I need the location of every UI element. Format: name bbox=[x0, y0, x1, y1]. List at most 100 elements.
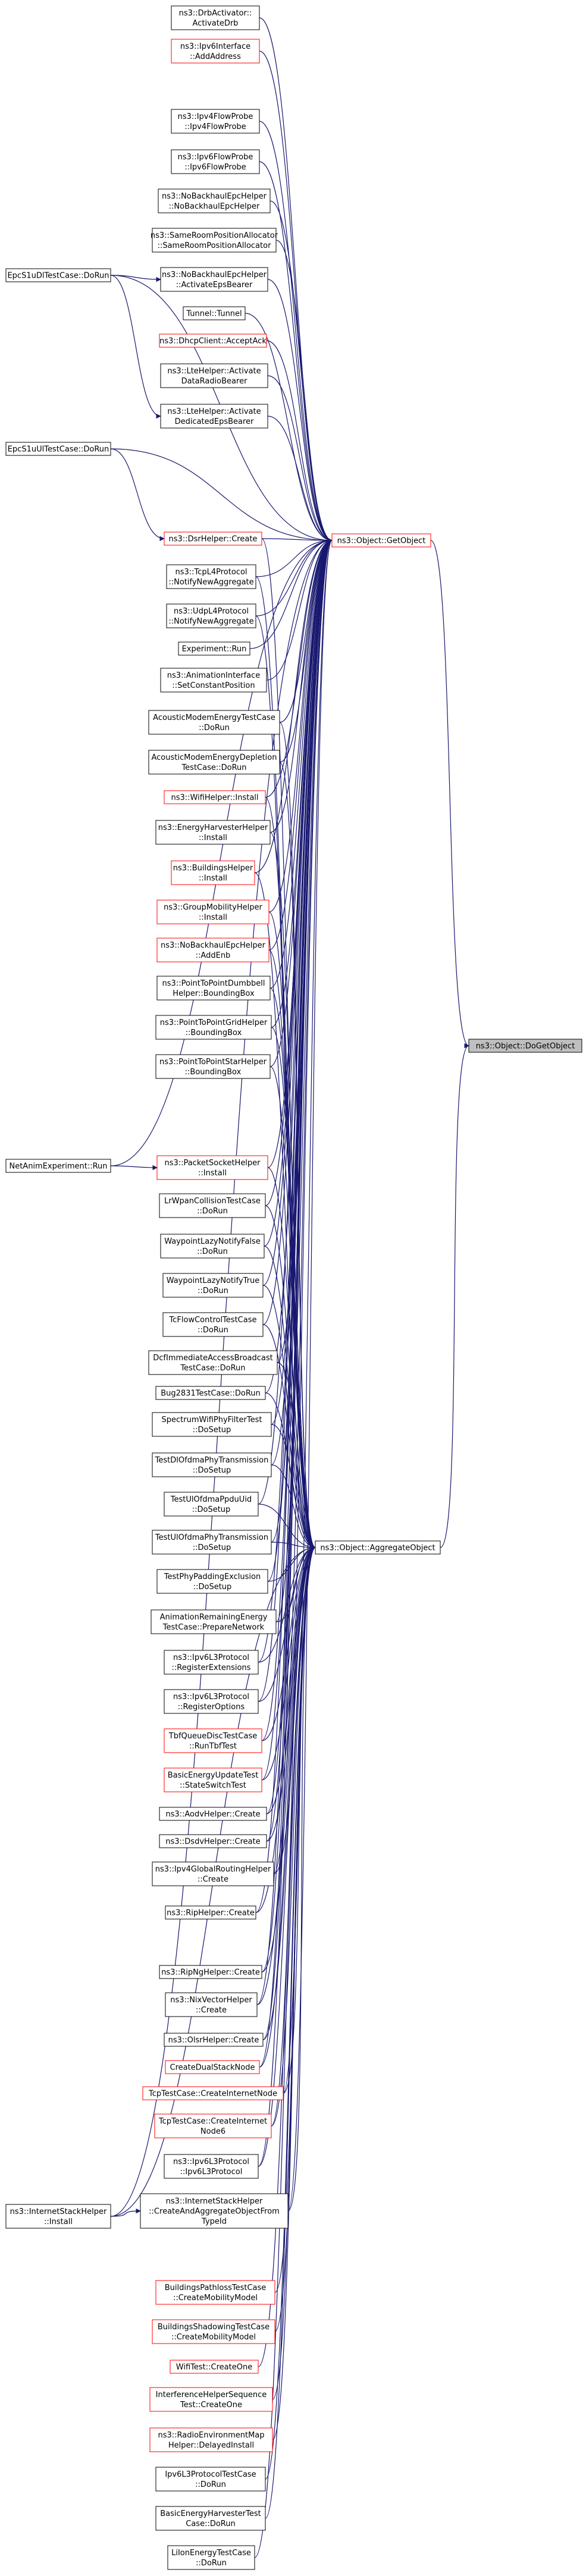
graph-node[interactable]: WaypointLazyNotifyFalse::DoRun bbox=[160, 1234, 265, 1259]
graph-node[interactable]: ns3::NoBackhaulEpcHelper::NoBackhaulEpcH… bbox=[158, 188, 271, 213]
edge-n19-getobject bbox=[265, 537, 333, 798]
graph-node[interactable]: TestDlOfdmaPhyTransmission::DoSetup bbox=[152, 1452, 272, 1477]
graph-node[interactable]: ns3::UdpL4Protocol::NotifyNewAggregate bbox=[166, 603, 256, 628]
node-label: ::DoRun bbox=[197, 1247, 228, 1256]
edge-n31-aggregateobject bbox=[262, 1324, 316, 1550]
graph-node-root[interactable]: ns3::Object::DoGetObject bbox=[468, 1039, 582, 1053]
graph-node[interactable]: ns3::PointToPointStarHelper::BoundingBox bbox=[155, 1054, 271, 1079]
graph-node[interactable]: ns3::NixVectorHelper::Create bbox=[165, 1992, 258, 2017]
graph-node[interactable]: ns3::Ipv4GlobalRoutingHelper::Create bbox=[152, 1861, 274, 1886]
graph-node[interactable]: ns3::DrbActivator::ActivateDrb bbox=[171, 5, 260, 30]
node-label: ns3::NixVectorHelper bbox=[170, 1996, 252, 2005]
graph-node[interactable]: ns3::Ipv4FlowProbe::Ipv4FlowProbe bbox=[171, 109, 260, 134]
graph-node[interactable]: ns3::WifiHelper::Install bbox=[164, 790, 266, 804]
graph-node[interactable]: TestUlOfdmaPpduUid::DoSetup bbox=[164, 1492, 259, 1517]
node-box bbox=[152, 1861, 274, 1886]
graph-node[interactable]: LiIonEnergyTestCase::DoRun bbox=[167, 2545, 255, 2570]
graph-node[interactable]: InterferenceHelperSequenceTest::CreateOn… bbox=[149, 2387, 273, 2412]
graph-node[interactable]: ns3::DsdvHelper::Create bbox=[159, 1834, 267, 1848]
graph-node[interactable]: ns3::BuildingsHelper::Install bbox=[171, 860, 255, 885]
edge-n21-getobject bbox=[254, 537, 333, 873]
graph-node[interactable]: LrWpanCollisionTestCase::DoRun bbox=[159, 1193, 266, 1218]
node-box bbox=[155, 2467, 266, 2492]
graph-node[interactable]: TcpTestCase::CreateInternetNode bbox=[142, 2086, 284, 2100]
edge-n10-getobject bbox=[267, 375, 333, 543]
node-label: ns3::RadioEnvironmentMap bbox=[158, 2431, 264, 2440]
graph-node[interactable]: ns3::SameRoomPositionAllocator::SameRoom… bbox=[151, 228, 278, 253]
graph-node[interactable]: ns3::LteHelper::ActivateDedicatedEpsBear… bbox=[160, 404, 268, 429]
node-label: ::CreateAndAggregateObjectFrom bbox=[149, 2207, 280, 2216]
graph-node[interactable]: TbfQueueDiscTestCase::RunTbfTest bbox=[164, 1728, 262, 1753]
graph-node[interactable]: ns3::PointToPointDumbbellHelper::Boundin… bbox=[156, 976, 271, 1001]
edge-n44-aggregateobject bbox=[266, 1545, 316, 1814]
node-label: TestCase::DoRun bbox=[180, 1364, 245, 1373]
graph-node[interactable]: ns3::RipNgHelper::Create bbox=[159, 1965, 262, 1979]
graph-node[interactable]: WaypointLazyNotifyTrue::DoRun bbox=[162, 1273, 264, 1298]
graph-node[interactable]: ns3::Ipv6FlowProbe::Ipv6FlowProbe bbox=[171, 149, 260, 174]
graph-node[interactable]: ns3::NoBackhaulEpcHelper::ActivateEpsBea… bbox=[160, 267, 268, 292]
node-label: ns3::PacketSocketHelper bbox=[164, 1159, 261, 1168]
graph-node[interactable]: EpcS1uUlTestCase::DoRun bbox=[5, 442, 111, 456]
graph-node[interactable]: Experiment::Run bbox=[178, 641, 250, 656]
graph-node[interactable]: ns3::AodvHelper::Create bbox=[159, 1807, 267, 1821]
graph-node[interactable]: ns3::Ipv6L3Protocol::RegisterExtensions bbox=[164, 1650, 259, 1675]
edge-n49-aggregateobject bbox=[256, 1545, 316, 2005]
graph-node[interactable]: BasicEnergyUpdateTest::StateSwitchTest bbox=[164, 1767, 262, 1792]
graph-node[interactable]: Ipv6L3ProtocolTestCase::DoRun bbox=[155, 2467, 266, 2492]
graph-node[interactable]: ns3::GroupMobilityHelper::Install bbox=[156, 899, 270, 924]
graph-node[interactable]: ns3::PointToPointGridHelper::BoundingBox bbox=[155, 1015, 272, 1040]
edge-n28-aggregateobject bbox=[265, 1205, 316, 1550]
edge-n5-getobject bbox=[270, 200, 333, 543]
node-label: Node6 bbox=[200, 2127, 225, 2136]
node-label: ns3::NoBackhaulEpcHelper bbox=[161, 941, 266, 950]
graph-node[interactable]: ns3::Ipv6L3Protocol::RegisterOptions bbox=[164, 1689, 259, 1714]
node-label: TcFlowControlTestCase bbox=[169, 1316, 257, 1325]
graph-node[interactable]: SpectrumWifiPhyFilterTest::DoSetup bbox=[152, 1412, 272, 1437]
graph-node[interactable]: ns3::InternetStackHelper::Install bbox=[5, 2204, 111, 2229]
node-label: ::DoRun bbox=[198, 1287, 228, 1295]
graph-node[interactable]: ns3::OlsrHelper::Create bbox=[164, 2033, 264, 2047]
graph-node[interactable]: EpcS1uDlTestCase::DoRun bbox=[5, 268, 111, 282]
graph-node[interactable]: Tunnel::Tunnel bbox=[183, 306, 246, 320]
graph-node[interactable]: AcousticModemEnergyDepletionTestCase::Do… bbox=[148, 750, 280, 775]
node-box bbox=[331, 533, 431, 548]
graph-node[interactable]: Bug2831TestCase::DoRun bbox=[155, 1386, 266, 1400]
graph-node[interactable]: ns3::Object::AggregateObject bbox=[315, 1540, 441, 1555]
node-label: ::NotifyNewAggregate bbox=[168, 578, 253, 587]
graph-node[interactable]: DcfImmediateAccessBroadcastTestCase::DoR… bbox=[148, 1350, 278, 1375]
graph-node[interactable]: TcFlowControlTestCase::DoRun bbox=[162, 1312, 264, 1337]
graph-node[interactable]: ns3::Object::GetObject bbox=[331, 533, 431, 548]
graph-node[interactable]: AnimationRemainingEnergyTestCase::Prepar… bbox=[151, 1609, 277, 1634]
graph-node[interactable]: ns3::RadioEnvironmentMapHelper::DelayedI… bbox=[149, 2427, 273, 2452]
graph-node[interactable]: ns3::DsrHelper::Create bbox=[164, 531, 262, 546]
graph-node[interactable]: ns3::DhcpClient::AcceptAck bbox=[159, 334, 267, 348]
graph-node[interactable]: AcousticModemEnergyTestCase::DoRun bbox=[148, 710, 280, 735]
graph-node[interactable]: NetAnimExperiment::Run bbox=[5, 1159, 111, 1173]
graph-node[interactable]: ns3::RipHelper::Create bbox=[165, 1905, 256, 1920]
graph-node[interactable]: ns3::NoBackhaulEpcHelper::AddEnb bbox=[156, 938, 270, 963]
node-label: ::NoBackhaulEpcHelper bbox=[169, 202, 260, 211]
graph-node[interactable]: ns3::Ipv6Interface::AddAddress bbox=[171, 39, 260, 64]
edge-n62-aggregateobject bbox=[265, 1545, 316, 2519]
graph-node[interactable]: TestPhyPaddingExclusion::DoSetup bbox=[156, 1569, 268, 1594]
graph-node[interactable]: ns3::TcpL4Protocol::NotifyNewAggregate bbox=[166, 564, 256, 589]
graph-node[interactable]: ns3::AnimationInterface::SetConstantPosi… bbox=[160, 668, 267, 693]
node-label: NetAnimExperiment::Run bbox=[9, 1162, 107, 1171]
graph-node[interactable]: CreateDualStackNode bbox=[165, 2060, 260, 2074]
graph-node[interactable]: BuildingsPathlossTestCase::CreateMobilit… bbox=[155, 2280, 275, 2305]
edge-n37-aggregateobject bbox=[271, 1542, 316, 1550]
graph-node[interactable]: ns3::InternetStackHelper::CreateAndAggre… bbox=[140, 2193, 289, 2229]
node-box bbox=[148, 710, 280, 735]
graph-node[interactable]: BuildingsShadowingTestCase::CreateMobili… bbox=[152, 2319, 275, 2344]
graph-node[interactable]: ns3::Ipv6L3Protocol::Ipv6L3Protocol bbox=[164, 2154, 259, 2179]
graph-node[interactable]: ns3::EnergyHarvesterHelper::Install bbox=[155, 820, 271, 845]
node-box bbox=[152, 228, 277, 253]
node-box bbox=[155, 1015, 272, 1040]
graph-node[interactable]: TestUlOfdmaPhyTransmission::DoSetup bbox=[152, 1530, 272, 1555]
node-label: TestCase::PrepareNetwork bbox=[162, 1623, 265, 1632]
graph-node[interactable]: WifiTest::CreateOne bbox=[170, 2360, 259, 2374]
graph-node[interactable]: ns3::PacketSocketHelper::Install bbox=[156, 1155, 268, 1180]
